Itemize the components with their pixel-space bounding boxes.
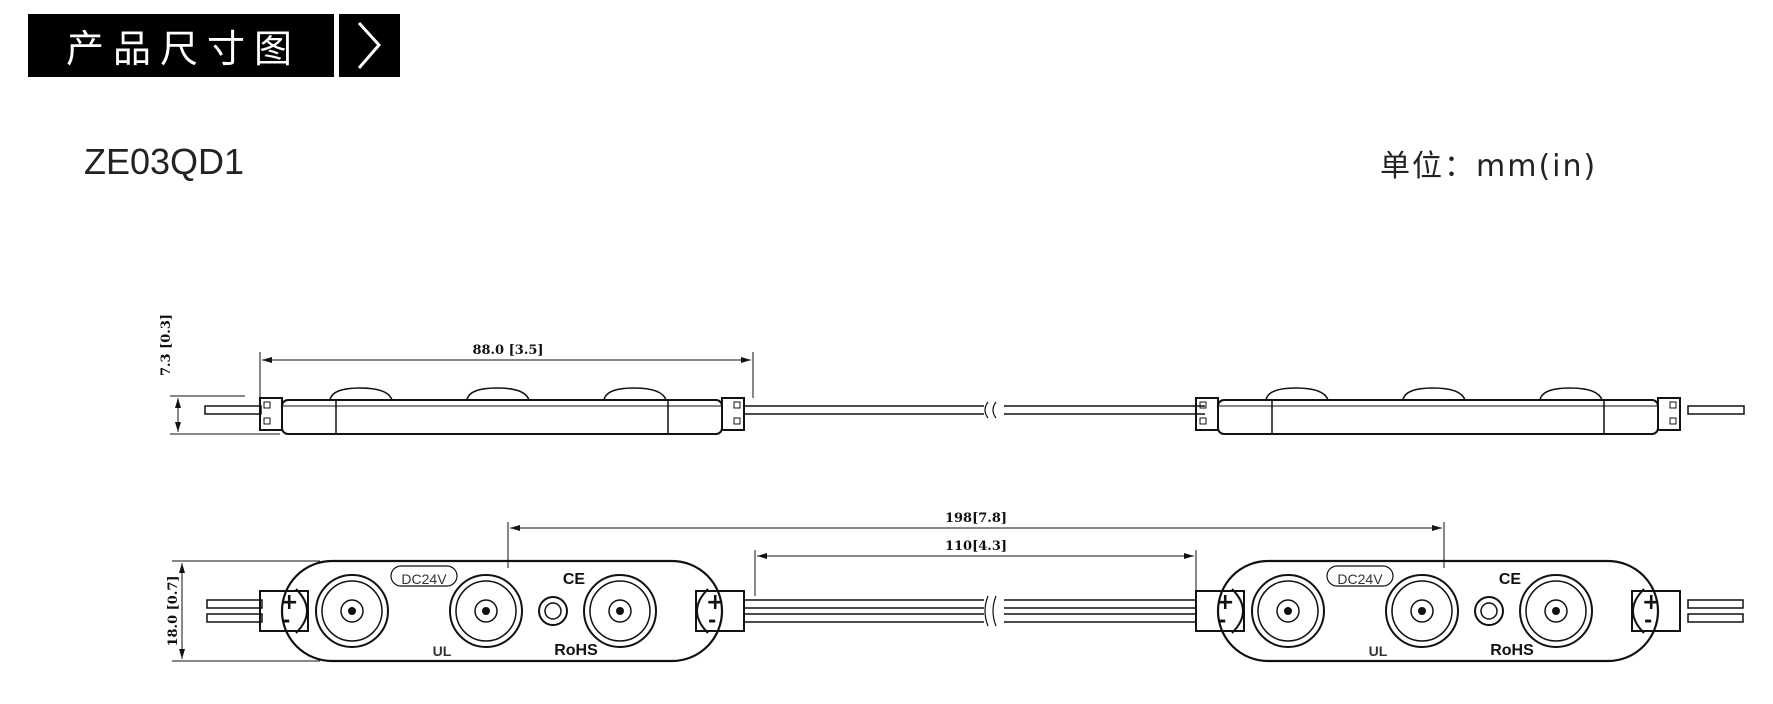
top-view: DC24V CE RoHS UL DC24V CE RoHS UL 198[7.…	[166, 511, 1744, 663]
side-view: 88.0 [3.5] 7.3 [0.3]	[159, 314, 1745, 435]
ul-mark: UL	[433, 643, 452, 659]
unit-label: 单位：mm(in)	[1380, 149, 1598, 184]
module-width-dimension: 18.0 [0.7]	[166, 575, 181, 646]
cable-gap-dimension: 110[4.3]	[945, 539, 1007, 554]
module-pitch-dimension: 198[7.8]	[945, 511, 1007, 526]
chevron-right-icon	[339, 14, 400, 77]
voltage-label: DC24V	[1337, 571, 1383, 587]
rohs-mark: RoHS	[554, 642, 598, 659]
side-height-dimension: 7.3 [0.3]	[159, 314, 174, 376]
ce-mark: CE	[1499, 571, 1522, 588]
section-title: 产品尺寸图	[66, 27, 302, 71]
ce-mark: CE	[563, 571, 586, 588]
voltage-label: DC24V	[401, 571, 447, 587]
side-length-dimension: 88.0 [3.5]	[472, 343, 543, 358]
model-number: ZE03QD1	[84, 141, 245, 182]
ul-mark: UL	[1369, 643, 1388, 659]
section-title-box: 产品尺寸图	[28, 14, 334, 77]
rohs-mark: RoHS	[1490, 642, 1534, 659]
